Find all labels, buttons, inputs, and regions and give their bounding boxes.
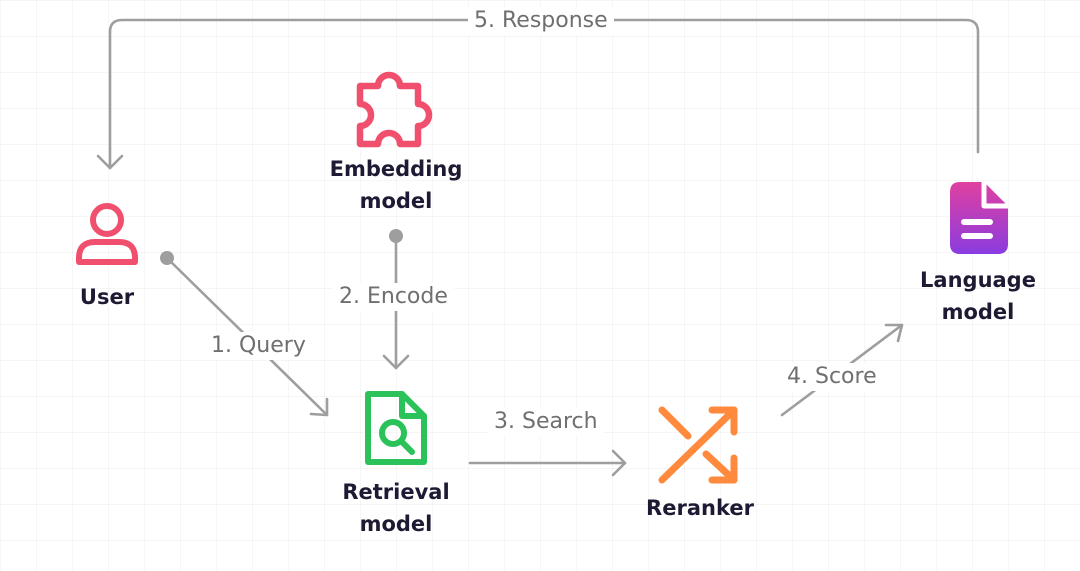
encode-label: 2. Encode: [333, 283, 454, 311]
query-label: 1. Query: [205, 332, 312, 360]
response-label: 5. Response: [468, 7, 614, 35]
search-label: 3. Search: [488, 408, 604, 436]
response-arrowhead: [96, 154, 124, 170]
embedding-model-label: Embedding model: [329, 157, 463, 213]
document-search-icon: [365, 391, 427, 465]
query-arrowhead: [309, 397, 329, 417]
reranker-label: Reranker: [646, 496, 754, 520]
search-arrowhead: [611, 449, 627, 477]
score-arrowhead: [884, 323, 904, 343]
user-icon: [76, 203, 138, 265]
user-label: User: [79, 285, 135, 309]
document-text-icon: [950, 182, 1008, 254]
puzzle-icon: [356, 71, 433, 148]
retrieval-model-label: Retrieval model: [342, 480, 450, 536]
encode-start-dot: [389, 229, 403, 243]
shuffle-icon: [658, 406, 738, 484]
encode-arrowhead: [382, 354, 410, 370]
response-connector: [108, 18, 980, 170]
score-label: 4. Score: [781, 363, 883, 391]
language-model-label: Language model: [920, 268, 1036, 324]
query-start-dot: [160, 251, 174, 265]
